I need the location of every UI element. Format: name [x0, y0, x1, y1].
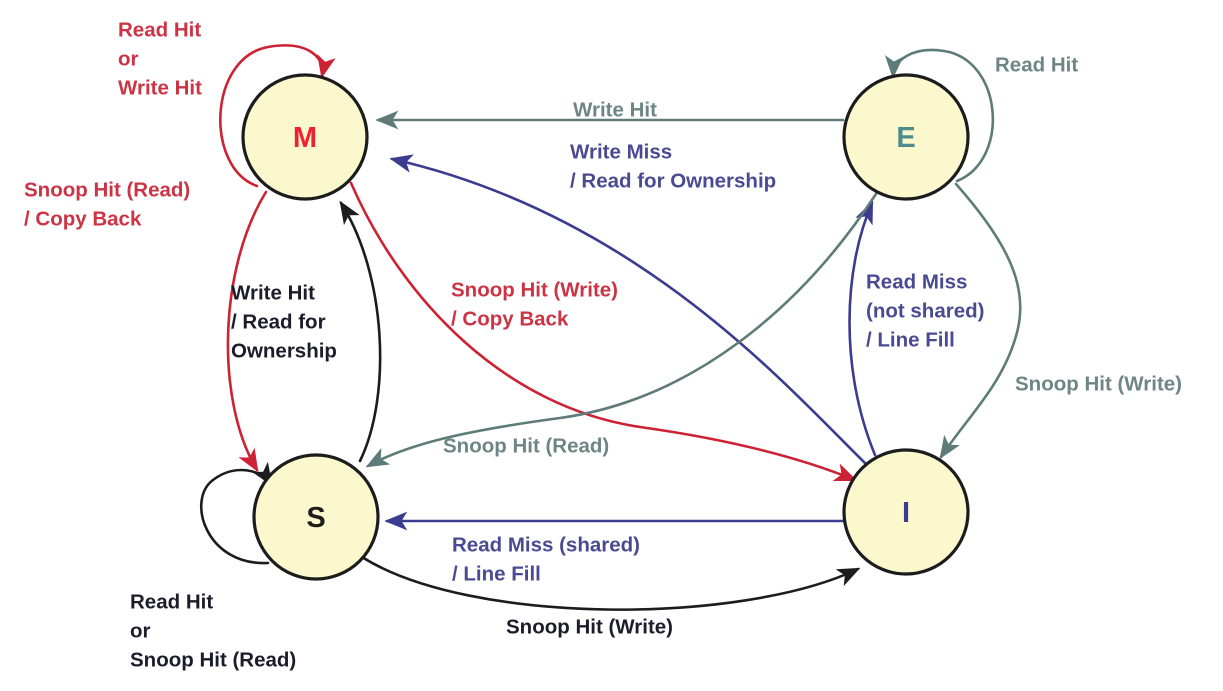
- edge-label-e-to-i: Snoop Hit (Write): [1015, 372, 1182, 395]
- edge-label-i-to-m: Write Miss / Read for Ownership: [570, 140, 776, 192]
- edge-label-line: Snoop Hit (Read): [130, 648, 296, 671]
- edge-label-m-to-i: Snoop Hit (Write) / Copy Back: [451, 278, 618, 330]
- edges-layer: [199, 44, 1022, 611]
- node-m-circle[interactable]: [241, 73, 369, 201]
- edge-label-line: / Copy Back: [24, 207, 142, 230]
- edge-label-line: Snoop Hit (Write): [451, 278, 618, 301]
- edge-label-m-to-s: Snoop Hit (Read) / Copy Back: [24, 178, 190, 230]
- node-e-circle[interactable]: [842, 73, 970, 201]
- node-e-label: E: [896, 122, 915, 154]
- edge-e-to-s[interactable]: [365, 192, 878, 468]
- edge-i-to-m[interactable]: [389, 154, 870, 468]
- edge-m-to-i[interactable]: [349, 181, 858, 482]
- edge-label-line: Read Hit: [118, 18, 201, 41]
- edge-label-e-self: Read Hit: [995, 53, 1078, 76]
- edge-e-self[interactable]: [884, 48, 995, 183]
- edge-m-to-s[interactable]: [226, 190, 268, 473]
- edge-label-e-to-m: Write Hit: [573, 98, 657, 121]
- edge-label-line: / Line Fill: [866, 328, 955, 351]
- edge-label-line: Write Miss: [570, 140, 672, 163]
- edge-label-line: Snoop Hit (Read): [24, 178, 190, 201]
- edge-label-line: or: [130, 619, 151, 642]
- edge-label-line: Snoop Hit (Write): [506, 615, 673, 638]
- edge-label-line: / Read for Ownership: [570, 169, 776, 192]
- node-e[interactable]: E: [842, 73, 970, 201]
- edge-label-line: / Copy Back: [451, 307, 569, 330]
- edge-label-line: Snoop Hit (Write): [1015, 372, 1182, 395]
- edge-s-to-i[interactable]: [360, 555, 861, 611]
- edge-label-line: Snoop Hit (Read): [443, 434, 609, 457]
- edge-label-line: / Read for: [231, 310, 326, 333]
- edge-s-to-m[interactable]: [339, 200, 382, 463]
- edge-label-line: Write Hit: [231, 281, 315, 304]
- edge-label-e-to-s: Snoop Hit (Read): [443, 434, 609, 457]
- edge-label-line: Read Miss: [866, 270, 967, 293]
- edge-label-line: Read Miss (shared): [452, 533, 640, 556]
- edge-label-line: Write Hit: [118, 76, 202, 99]
- edge-label-i-to-e: Read Miss (not shared) / Line Fill: [866, 270, 984, 351]
- edge-label-line: Read Hit: [995, 53, 1078, 76]
- node-i-label: I: [902, 497, 910, 529]
- edge-label-line: (not shared): [866, 299, 984, 322]
- edge-label-line: / Line Fill: [452, 562, 541, 585]
- node-s-circle[interactable]: [252, 453, 380, 581]
- nodes-layer: M E S I: [241, 73, 970, 581]
- edge-label-s-to-i: Snoop Hit (Write): [506, 615, 673, 638]
- node-i[interactable]: I: [842, 448, 970, 576]
- edge-i-to-e[interactable]: [848, 200, 877, 457]
- edge-label-line: Ownership: [231, 339, 337, 362]
- node-m-label: M: [293, 122, 317, 154]
- edge-m-self[interactable]: [219, 44, 336, 188]
- node-s[interactable]: S: [252, 453, 380, 581]
- edge-label-line: Write Hit: [573, 98, 657, 121]
- edge-label-line: Read Hit: [130, 590, 213, 613]
- edge-label-line: or: [118, 47, 139, 70]
- edge-label-i-to-s: Read Miss (shared) / Line Fill: [452, 533, 640, 585]
- node-m[interactable]: M: [241, 73, 369, 201]
- edge-s-self[interactable]: [199, 461, 273, 565]
- node-s-label: S: [306, 502, 325, 534]
- edge-e-to-i[interactable]: [939, 182, 1022, 460]
- node-i-circle[interactable]: [842, 448, 970, 576]
